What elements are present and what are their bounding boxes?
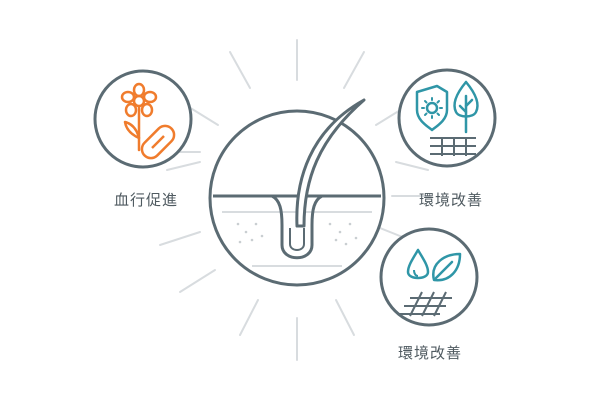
grid-ground-icon xyxy=(430,137,476,156)
right-environment-badge xyxy=(397,68,497,168)
hair-strand-icon xyxy=(295,98,366,228)
ray xyxy=(335,299,355,336)
ray xyxy=(395,161,429,171)
right-circle xyxy=(397,68,497,168)
hair-follicle-icon xyxy=(271,194,323,260)
ray xyxy=(179,269,216,293)
label-environment-improvement: 環境改善 xyxy=(419,191,484,209)
water-drop-icon xyxy=(406,248,430,280)
bottom-environment-badge xyxy=(379,227,479,327)
ray xyxy=(343,51,365,89)
shield-sun-icon xyxy=(415,84,449,132)
center-hair-follicle xyxy=(208,98,386,287)
leaf-icon xyxy=(432,252,462,282)
ray xyxy=(229,51,251,89)
ray xyxy=(159,231,201,246)
ray xyxy=(166,161,201,171)
follicle-bulb-inner xyxy=(289,228,305,251)
tilted-grid-icon xyxy=(398,291,452,317)
skin-dots xyxy=(236,222,358,246)
capsule-icon xyxy=(140,124,176,160)
left-circle xyxy=(93,69,193,169)
bottom-circle xyxy=(379,227,479,327)
label-blood-circulation: 血行促進 xyxy=(114,191,179,209)
ray xyxy=(239,299,259,336)
tree-leaf-icon xyxy=(453,80,479,134)
label-environment-improvement-2: 環境改善 xyxy=(398,344,463,362)
flower-icon xyxy=(120,82,158,152)
left-circulation-badge xyxy=(93,69,193,169)
